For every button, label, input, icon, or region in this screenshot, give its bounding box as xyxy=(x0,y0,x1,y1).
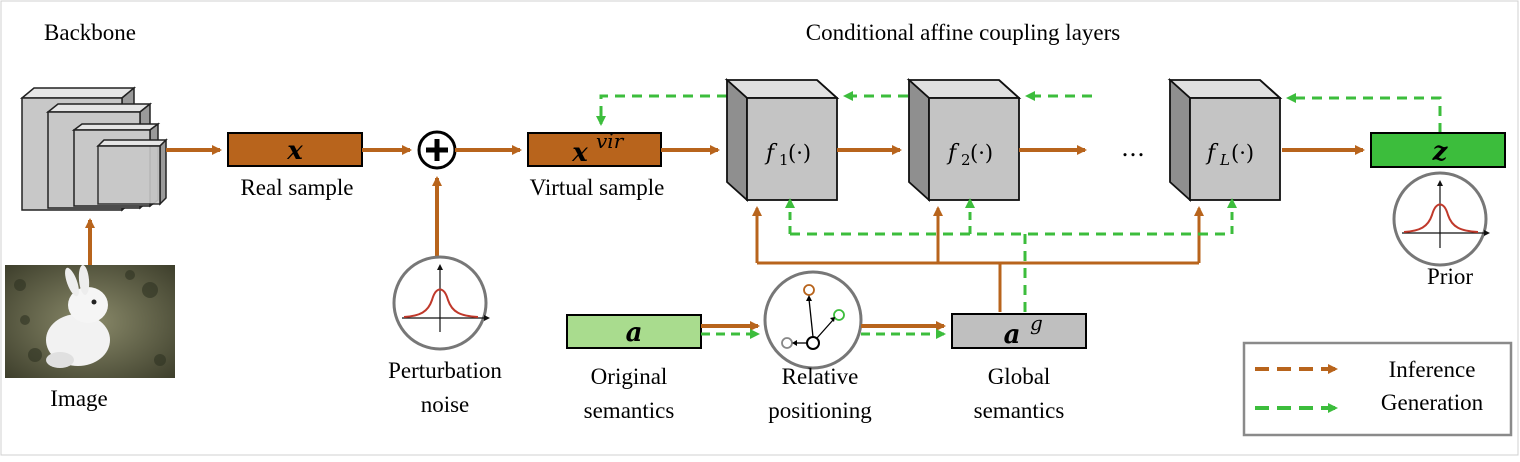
relative-label-line1: Relative xyxy=(782,364,859,389)
original-label-line1: Original xyxy=(591,364,668,389)
coupling-layers-title: Conditional affine coupling layers xyxy=(806,20,1121,45)
f2-subscript: 2 xyxy=(961,151,971,169)
image-label: Image xyxy=(50,386,107,411)
coupling-layer-f2 xyxy=(906,77,1022,203)
virtual-sample-label: Virtual sample xyxy=(530,175,665,200)
relative-label-line2: positioning xyxy=(768,398,872,423)
x-vir-symbol: x xyxy=(571,138,588,168)
real-sample-box xyxy=(227,132,363,167)
legend: Inference Generation xyxy=(1242,341,1513,437)
relative-positioning-icon xyxy=(763,270,863,370)
latent-z-box xyxy=(1370,132,1506,168)
legend-generation-label: Generation xyxy=(1381,390,1484,415)
z-symbol: z xyxy=(1432,137,1449,167)
fL-subscript: L xyxy=(1219,151,1230,169)
global-label-line1: Global xyxy=(988,364,1051,389)
f2-argument: (·) xyxy=(970,141,993,165)
f1-argument: (·) xyxy=(788,141,811,165)
backbone-network-icon xyxy=(19,86,168,212)
x-vir-superscript: vir xyxy=(596,129,625,153)
ellipsis-dots: … xyxy=(1121,134,1145,162)
original-semantics-box xyxy=(566,314,702,349)
perturbation-label-line1: Perturbation xyxy=(388,358,502,383)
ag-superscript: g xyxy=(1030,311,1043,335)
global-label-line2: semantics xyxy=(974,398,1065,423)
rabbit-photo xyxy=(5,265,175,378)
f1-subscript: 1 xyxy=(779,151,789,169)
coupling-layer-fL xyxy=(1167,77,1283,203)
fL-argument: (·) xyxy=(1231,141,1254,165)
inference-conditioning-lines xyxy=(752,206,1204,312)
global-semantics-box xyxy=(951,313,1087,349)
perturbation-gaussian-icon xyxy=(392,255,490,351)
coupling-layer-f1 xyxy=(724,77,840,203)
plus-operator-icon xyxy=(417,130,457,170)
x-symbol: x xyxy=(286,136,303,166)
generation-conditioning-lines xyxy=(785,198,1237,312)
backbone-title: Backbone xyxy=(44,20,136,45)
legend-inference-label: Inference xyxy=(1389,357,1476,382)
perturbation-label-line2: noise xyxy=(421,392,470,417)
a-symbol: a xyxy=(626,318,643,348)
original-label-line2: semantics xyxy=(584,398,675,423)
generation-arrow-f1-to-xvir xyxy=(596,94,727,126)
real-sample-label: Real sample xyxy=(240,175,353,200)
prior-label: Prior xyxy=(1427,264,1473,289)
generation-arrow-z-to-fL xyxy=(1286,93,1442,133)
virtual-sample-box xyxy=(527,132,662,167)
prior-gaussian-icon xyxy=(1392,171,1490,267)
ag-symbol: a xyxy=(1004,320,1021,350)
